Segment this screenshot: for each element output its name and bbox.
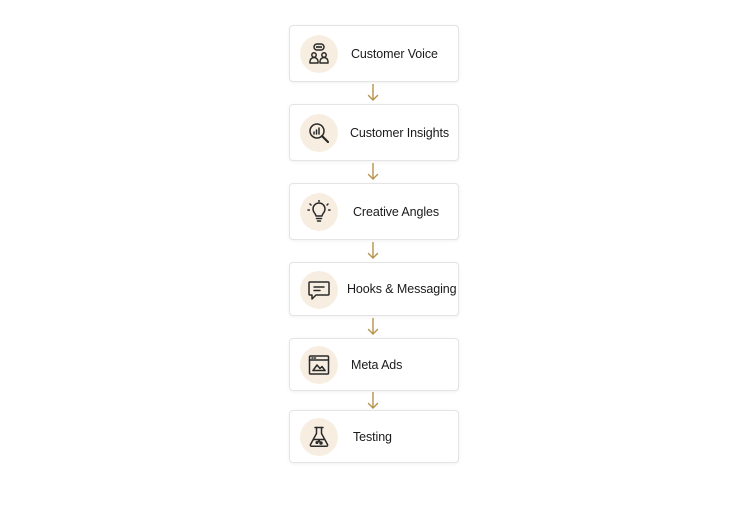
step-meta-ads: Meta Ads bbox=[289, 338, 459, 391]
ad-window-icon bbox=[300, 346, 338, 384]
message-icon bbox=[300, 271, 338, 309]
arrow-down-icon bbox=[367, 84, 379, 102]
step-creative-angles: Creative Angles bbox=[289, 183, 459, 240]
step-label: Customer Voice bbox=[351, 46, 438, 61]
arrow-down-icon bbox=[367, 318, 379, 336]
step-label: Hooks & Messaging bbox=[347, 282, 457, 296]
lightbulb-icon bbox=[300, 193, 338, 231]
step-label: Testing bbox=[353, 429, 392, 444]
arrow-down-icon bbox=[367, 242, 379, 260]
step-customer-voice: Customer Voice bbox=[289, 25, 459, 82]
arrow-down-icon bbox=[367, 163, 379, 181]
step-label: Customer Insights bbox=[350, 125, 450, 140]
chat-people-icon bbox=[300, 35, 338, 73]
magnifier-chart-icon bbox=[300, 114, 338, 152]
step-testing: Testing bbox=[289, 410, 459, 463]
flask-icon bbox=[300, 418, 338, 456]
step-customer-insights: Customer Insights bbox=[289, 104, 459, 161]
step-label: Creative Angles bbox=[353, 204, 440, 219]
step-label: Meta Ads bbox=[351, 357, 403, 372]
arrow-down-icon bbox=[367, 392, 379, 410]
step-hooks-messaging: Hooks & Messaging bbox=[289, 262, 459, 316]
